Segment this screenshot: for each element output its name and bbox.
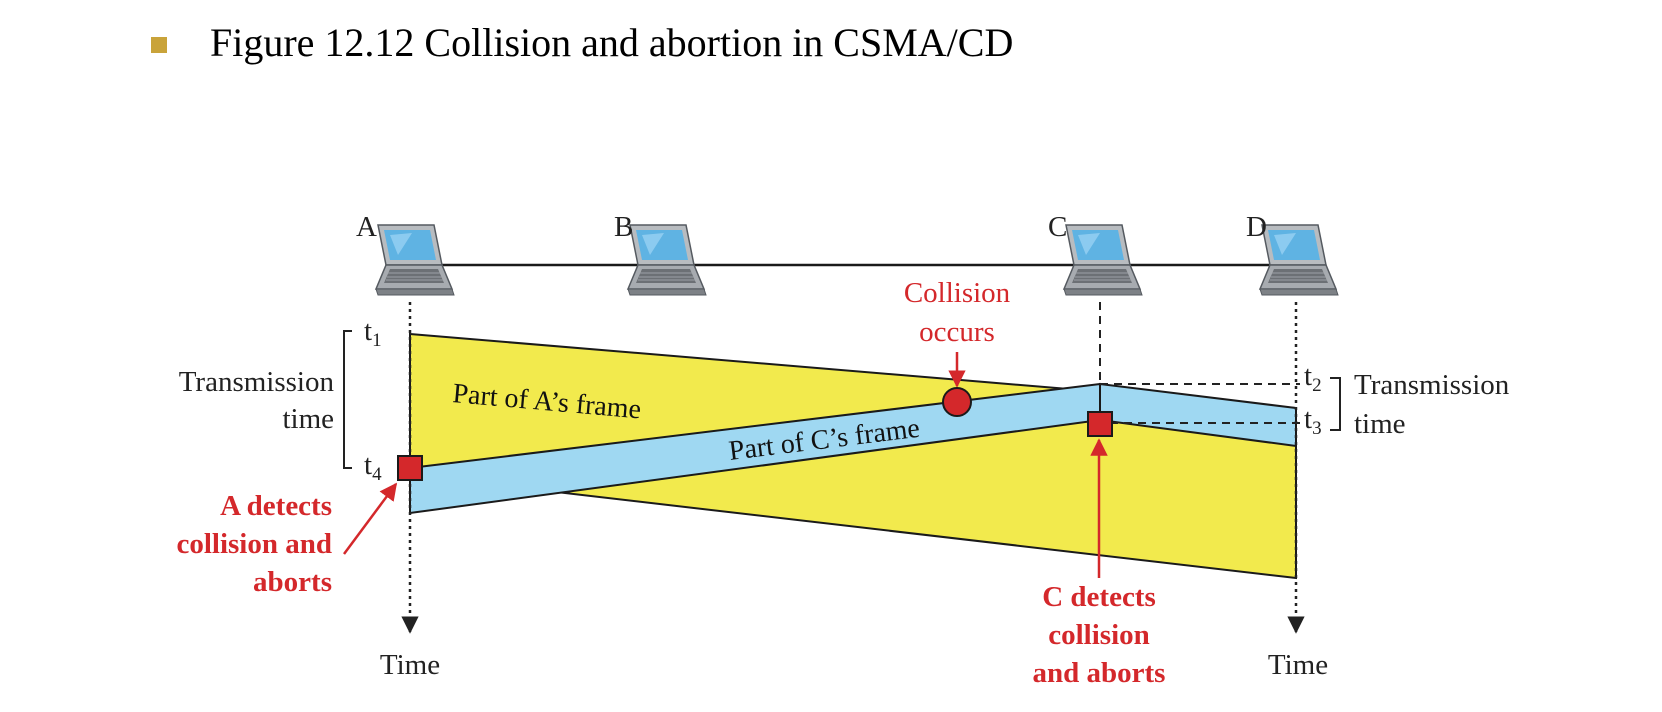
page-title: Figure 12.12 Collision and abortion in C… — [210, 20, 1013, 65]
a-detects-line1: A detects — [220, 490, 332, 522]
time-label-right: Time — [1268, 649, 1328, 681]
c-detects-line2: collision — [1048, 619, 1150, 651]
left-transmission-bracket — [343, 330, 352, 469]
a-detects-arrow — [342, 482, 398, 555]
transmission-time-left-line1: Transmission — [179, 366, 335, 398]
a-detects-line3: aborts — [253, 566, 332, 598]
laptop-icon — [1259, 224, 1339, 296]
laptop-icon — [1063, 224, 1143, 296]
t4-label: t4 — [364, 449, 382, 485]
c-detects-line1: C detects — [1042, 581, 1156, 613]
t2-label: t2 — [1304, 360, 1322, 396]
collision-circle-icon — [942, 387, 972, 417]
station-label-b: B — [614, 211, 633, 243]
station-label-d: D — [1246, 211, 1267, 243]
laptop-icon — [375, 224, 455, 296]
laptop-icon — [627, 224, 707, 296]
t1-label: t1 — [364, 315, 382, 351]
collision-label-line1: Collision — [904, 277, 1011, 309]
collision-label-line2: occurs — [919, 316, 995, 348]
transmission-time-right-line2: time — [1354, 408, 1406, 440]
a-detects-line2: collision and — [176, 528, 332, 560]
time-label-left: Time — [380, 649, 440, 681]
t3-label: t3 — [1304, 403, 1322, 439]
frame-c-band-right — [1099, 382, 1297, 448]
c-detects-line3: and aborts — [1033, 657, 1166, 689]
station-label-a: A — [356, 211, 377, 243]
title-bullet — [151, 37, 167, 53]
detect-square-icon — [1087, 411, 1113, 437]
station-label-c: C — [1048, 211, 1067, 243]
detect-square-icon — [397, 455, 423, 481]
transmission-time-left-line2: time — [282, 403, 334, 435]
right-transmission-bracket — [1330, 377, 1341, 431]
transmission-time-right-line1: Transmission — [1354, 369, 1510, 401]
